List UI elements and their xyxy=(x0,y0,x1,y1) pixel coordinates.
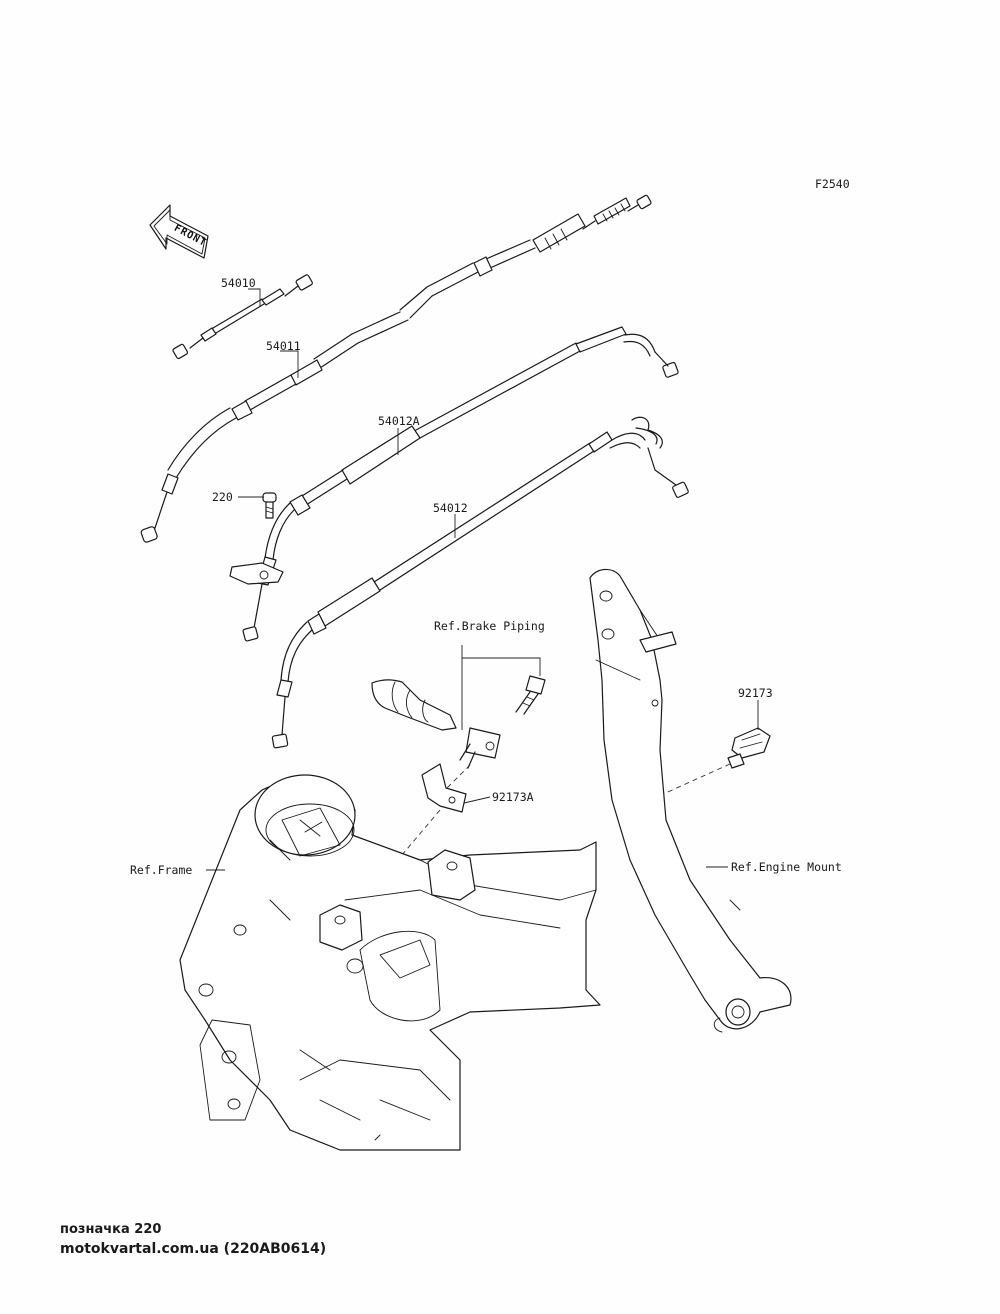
frame-ref xyxy=(179,774,601,1151)
leader-54010 xyxy=(248,288,261,306)
part-54012A-cable[interactable] xyxy=(229,326,679,642)
part-label-54012[interactable]: 54012 xyxy=(433,501,468,515)
ref-label-frame: Ref.Frame xyxy=(130,863,192,877)
assembly-line xyxy=(444,764,471,791)
part-54010-cable[interactable] xyxy=(172,274,313,360)
part-label-54010[interactable]: 54010 xyxy=(221,276,256,290)
part-92173-clamp[interactable] xyxy=(727,727,771,769)
part-54012-cable[interactable] xyxy=(271,416,689,749)
part-label-92173[interactable]: 92173 xyxy=(738,686,773,700)
part-label-92173A[interactable]: 92173A xyxy=(492,790,534,804)
part-92173A-bracket[interactable] xyxy=(421,763,467,813)
part-label-54012A[interactable]: 54012A xyxy=(378,414,420,428)
leader-92173A xyxy=(463,796,491,804)
footer-caption: позначка 220 xyxy=(60,1222,162,1237)
ref-label-engine-mount: Ref.Engine Mount xyxy=(731,860,842,874)
engine-mount-ref xyxy=(589,568,792,1033)
part-54011-cable[interactable] xyxy=(140,194,652,543)
part-220-bolt[interactable] xyxy=(262,492,277,519)
front-arrow-icon: FRONT xyxy=(149,204,209,259)
leader-54011 xyxy=(280,350,299,378)
brake-piping-ref xyxy=(371,675,546,769)
figure-code: F2540 xyxy=(815,177,850,191)
leader-brake-piping xyxy=(461,645,541,730)
ref-label-brake-piping: Ref.Brake Piping xyxy=(434,619,545,633)
part-label-54011[interactable]: 54011 xyxy=(266,339,301,353)
footer-site-link[interactable]: motokvartal.com.ua (220AB0614) xyxy=(60,1241,327,1257)
part-label-220[interactable]: 220 xyxy=(212,490,233,504)
